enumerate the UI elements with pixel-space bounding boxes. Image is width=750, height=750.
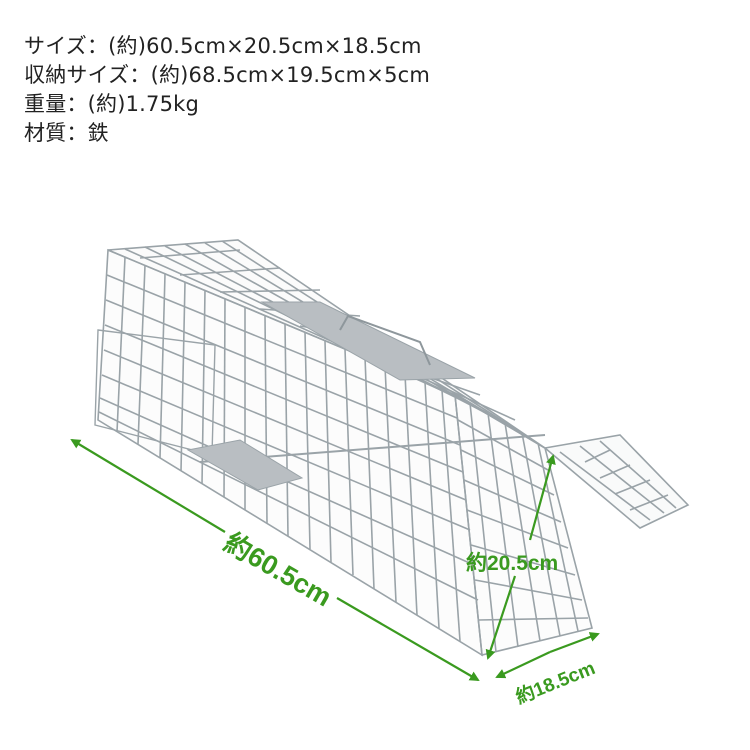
height-arrow-up bbox=[528, 454, 556, 541]
height-label: 約20.5cm bbox=[466, 551, 558, 575]
spec-list: サイズ：(約)60.5cm×20.5cm×18.5cm 収納サイズ：(約)68.… bbox=[24, 32, 430, 148]
spec-size: サイズ：(約)60.5cm×20.5cm×18.5cm bbox=[24, 34, 422, 58]
trigger-plate bbox=[186, 439, 304, 491]
width-arrow bbox=[549, 632, 600, 654]
cage-body bbox=[94, 239, 690, 657]
spec-storage-size: 収納サイズ：(約)68.5cm×19.5cm×5cm bbox=[24, 63, 431, 87]
spec-material: 材質：鉄 bbox=[24, 121, 109, 145]
spec-weight: 重量：(約)1.75kg bbox=[24, 92, 200, 116]
dimension-arrows bbox=[70, 438, 600, 682]
handle-plate bbox=[260, 301, 476, 381]
height-arrow-down bbox=[485, 575, 517, 660]
length-arrow bbox=[70, 438, 226, 533]
